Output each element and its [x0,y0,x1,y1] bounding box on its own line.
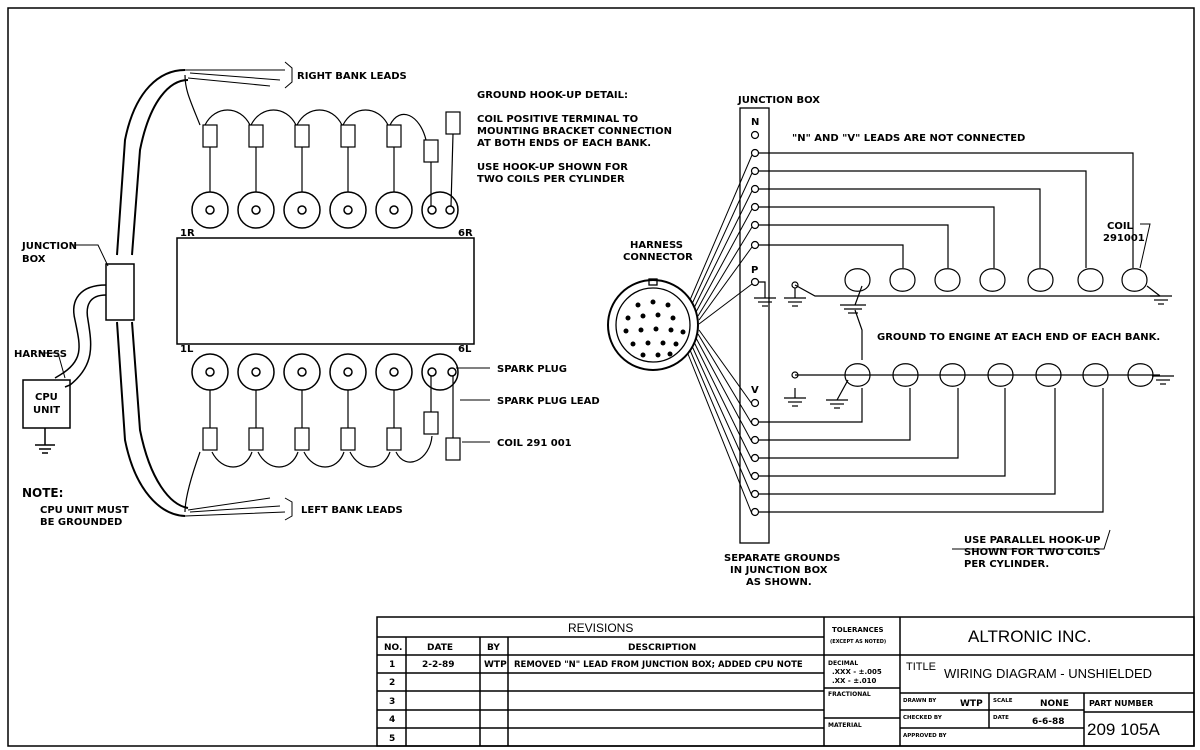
cpu-unit-label: UNIT [33,405,60,416]
connector-pins [623,299,686,358]
col-date: DATE [427,643,453,653]
rev-row-no: 5 [389,734,395,744]
nv-note: "N" AND "V" LEADS ARE NOT CONNECTED [792,133,1025,144]
ground-engine-note: GROUND TO ENGINE AT EACH END OF EACH BAN… [877,332,1160,343]
harness-label: HARNESS [14,349,67,360]
cyl-6r-label: 6R [458,228,473,239]
left-bank-plugs [191,353,459,391]
coil-label-left: COIL 291 001 [497,438,572,449]
cyl-1r-label: 1R [180,228,195,239]
rev-row-by: WTP [484,660,507,670]
junction-box-left [105,263,135,321]
ground-detail-line: MOUNTING BRACKET CONNECTION [477,126,672,137]
right-diagram [607,107,770,544]
spark-plug-label: SPARK PLUG [497,364,567,375]
checked-by-label: CHECKED BY [903,715,943,721]
ground-detail-line: TWO COILS PER CYLINDER [477,174,625,185]
rev-row-no: 1 [389,660,395,670]
left-harness-cable [116,321,186,517]
junction-box-right [739,107,770,544]
right-bank-coils [184,74,461,207]
right-labels: JUNCTION BOX N P V HARNESS CONNECTOR "N"… [623,95,1160,588]
right-harness-cable [116,69,186,256]
pin-n-label: N [751,117,759,128]
note-text: BE GROUNDED [40,517,122,528]
junction-box-label: BOX [22,254,46,265]
rev-row-date: 2-2-89 [422,660,455,670]
spark-plug-lead-label: SPARK PLUG LEAD [497,396,600,407]
rev-row-description: REMOVED "N" LEAD FROM JUNCTION BOX; ADDE… [514,660,803,670]
title-label: TITLE [906,661,936,673]
company-name: ALTRONIC INC. [968,627,1091,646]
drawn-by: WTP [960,699,983,709]
separate-grounds-note: AS SHOWN. [746,577,812,588]
scale: NONE [1040,699,1069,709]
coil-wiring-bottom [759,309,1174,550]
scale-label: SCALE [993,698,1013,704]
part-number-label: PART NUMBER [1089,699,1153,708]
cyl-1l-label: 1L [180,344,194,355]
coil-chain-top [844,268,1148,292]
drawing-title: WIRING DIAGRAM - UNSHIELDED [944,666,1152,681]
left-diagram [22,61,490,521]
ground-detail-title: GROUND HOOK-UP DETAIL: [477,90,628,101]
material-label: MATERIAL [828,722,862,729]
drawn-by-label: DRAWN BY [903,698,937,704]
note-text: CPU UNIT MUST [40,505,129,516]
coil-wiring-top [754,152,1172,314]
title-block-text: REVISIONS NO. DATE BY DESCRIPTION 1 2-2-… [384,621,1160,744]
rev-row-no: 2 [389,678,395,688]
harness-wires [687,154,753,515]
date-label: DATE [993,715,1009,721]
ground-detail-line: USE HOOK-UP SHOWN FOR [477,162,628,173]
tolerances-label: TOLERANCES [832,626,884,634]
pin-p-label: P [751,265,758,276]
cyl-6l-label: 6L [458,344,472,355]
harness-connector-label: CONNECTOR [623,252,693,263]
left-bank-coils [184,376,461,513]
junction-terminals [750,130,760,517]
coil-chain-bottom [844,363,1154,387]
harness-cable [54,284,107,379]
title-block [376,616,1195,747]
col-description: DESCRIPTION [628,643,696,653]
parallel-hookup-note: USE PARALLEL HOOK-UP [964,535,1101,546]
col-no: NO. [384,643,402,653]
decimal-label: DECIMAL [828,660,858,667]
tol-xxx: .XXX - ±.005 [832,668,882,676]
right-bank-plugs [191,191,459,229]
approved-by-label: APPROVED BY [903,733,947,739]
cpu-unit-label: CPU [35,392,58,403]
drawing-date: 6-6-88 [1032,717,1065,727]
pin-v-label: V [751,385,759,396]
separate-grounds-note: SEPARATE GROUNDS [724,553,840,564]
junction-box-label: JUNCTION [21,241,77,252]
harness-connector-label: HARNESS [630,240,683,251]
ground-detail-line: COIL POSITIVE TERMINAL TO [477,114,638,125]
cpu-unit-box [22,379,71,429]
left-labels: RIGHT BANK LEADS LEFT BANK LEADS GROUND … [14,71,672,528]
right-bank-leads-label: RIGHT BANK LEADS [297,71,407,82]
parallel-hookup-note: PER CYLINDER. [964,559,1049,570]
left-bank-leads-label: LEFT BANK LEADS [301,505,403,516]
tol-xx: .XX - ±.010 [832,677,876,685]
engine-block [176,237,475,345]
coil-label-right: COIL [1107,221,1134,232]
separate-grounds-note: IN JUNCTION BOX [730,565,828,576]
parallel-hookup-note: SHOWN FOR TWO COILS [964,547,1100,558]
ground-detail-line: AT BOTH ENDS OF EACH BANK. [477,138,651,149]
col-by: BY [487,643,500,653]
harness-connector-circle [607,279,699,371]
note-title: NOTE: [22,486,63,500]
revisions-title: REVISIONS [568,621,633,635]
rev-row-no: 3 [389,697,395,707]
rev-row-no: 4 [389,715,395,725]
junction-box-title: JUNCTION BOX [737,95,820,106]
fractional-label: FRACTIONAL [828,691,871,698]
part-number: 209 105A [1087,720,1160,739]
coil-label-right: 291001 [1103,233,1145,244]
except-noted-label: (EXCEPT AS NOTED) [830,639,886,645]
